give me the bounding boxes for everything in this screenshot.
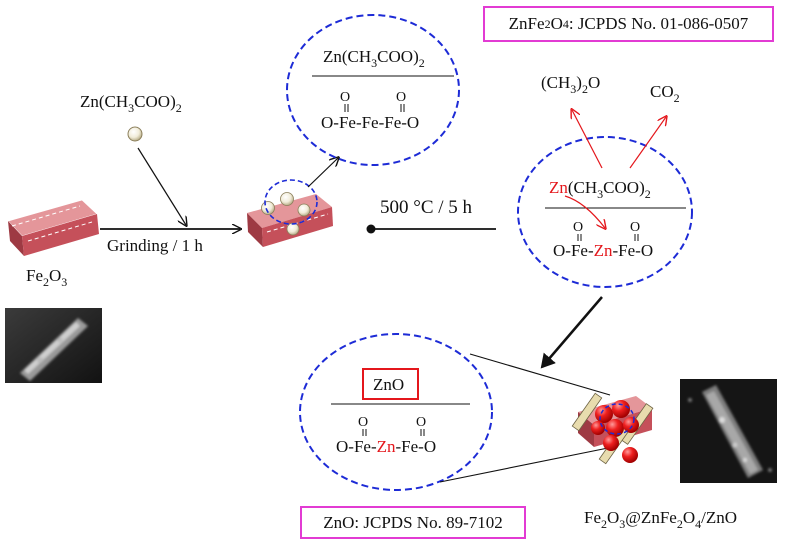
mixture-brick bbox=[247, 179, 333, 247]
circle2-chain: O-Fe-Zn-Fe-O bbox=[553, 241, 653, 260]
transform-arrow bbox=[540, 296, 603, 369]
precursor-sphere bbox=[127, 126, 143, 142]
circle1-formula: Zn(CH3COO)2 bbox=[323, 47, 425, 70]
byproduct-arrow-2 bbox=[629, 117, 666, 169]
zno-jcpds-badge: ZnO: JCPDS No. 89-7102 bbox=[300, 506, 526, 539]
heating-label: 500 °C / 5 h bbox=[380, 197, 473, 218]
zno-box bbox=[362, 368, 419, 400]
product-brick bbox=[571, 392, 654, 465]
circle1-o2: O bbox=[396, 90, 406, 105]
precursor-label: Zn(CH3COO)2 bbox=[80, 92, 182, 115]
zoom-circle-2 bbox=[517, 136, 693, 288]
zoom-circle-1 bbox=[286, 14, 460, 166]
circle3-o2: O bbox=[416, 415, 426, 430]
grinding-label: Grinding / 1 h bbox=[107, 236, 203, 255]
zoom-arrow-1 bbox=[307, 158, 338, 188]
product-label: Fe2O3@ZnFe2O4/ZnO bbox=[584, 508, 737, 531]
circle3-chain: O-Fe-Zn-Fe-O bbox=[336, 437, 436, 456]
circle1-o1: O bbox=[340, 90, 350, 105]
leader-line-bottom bbox=[439, 447, 609, 483]
leader-line-top bbox=[469, 353, 611, 396]
circle2-formula: Zn(CH3COO)2 bbox=[549, 178, 651, 201]
sem-image-product bbox=[680, 379, 777, 483]
sem-image-fe2o3 bbox=[5, 308, 102, 383]
circle3-zno: ZnO bbox=[373, 375, 404, 394]
byproduct-co2: CO2 bbox=[650, 82, 680, 105]
zn-migration-arrow bbox=[564, 195, 605, 228]
circle2-o1: O bbox=[573, 220, 583, 235]
zoom-circle-3 bbox=[299, 333, 493, 491]
fe2o3-brick bbox=[7, 199, 99, 256]
circle1-chain: O-Fe-Fe-Fe-O bbox=[321, 113, 419, 132]
precursor-arrow bbox=[137, 147, 186, 225]
byproduct-dimethyl-ether: (CH3)2O bbox=[541, 73, 600, 96]
circle3-o1: O bbox=[358, 415, 368, 430]
fe2o3-label: Fe2O3 bbox=[26, 266, 67, 289]
circle2-o2: O bbox=[630, 220, 640, 235]
byproduct-arrow-1 bbox=[572, 110, 603, 169]
